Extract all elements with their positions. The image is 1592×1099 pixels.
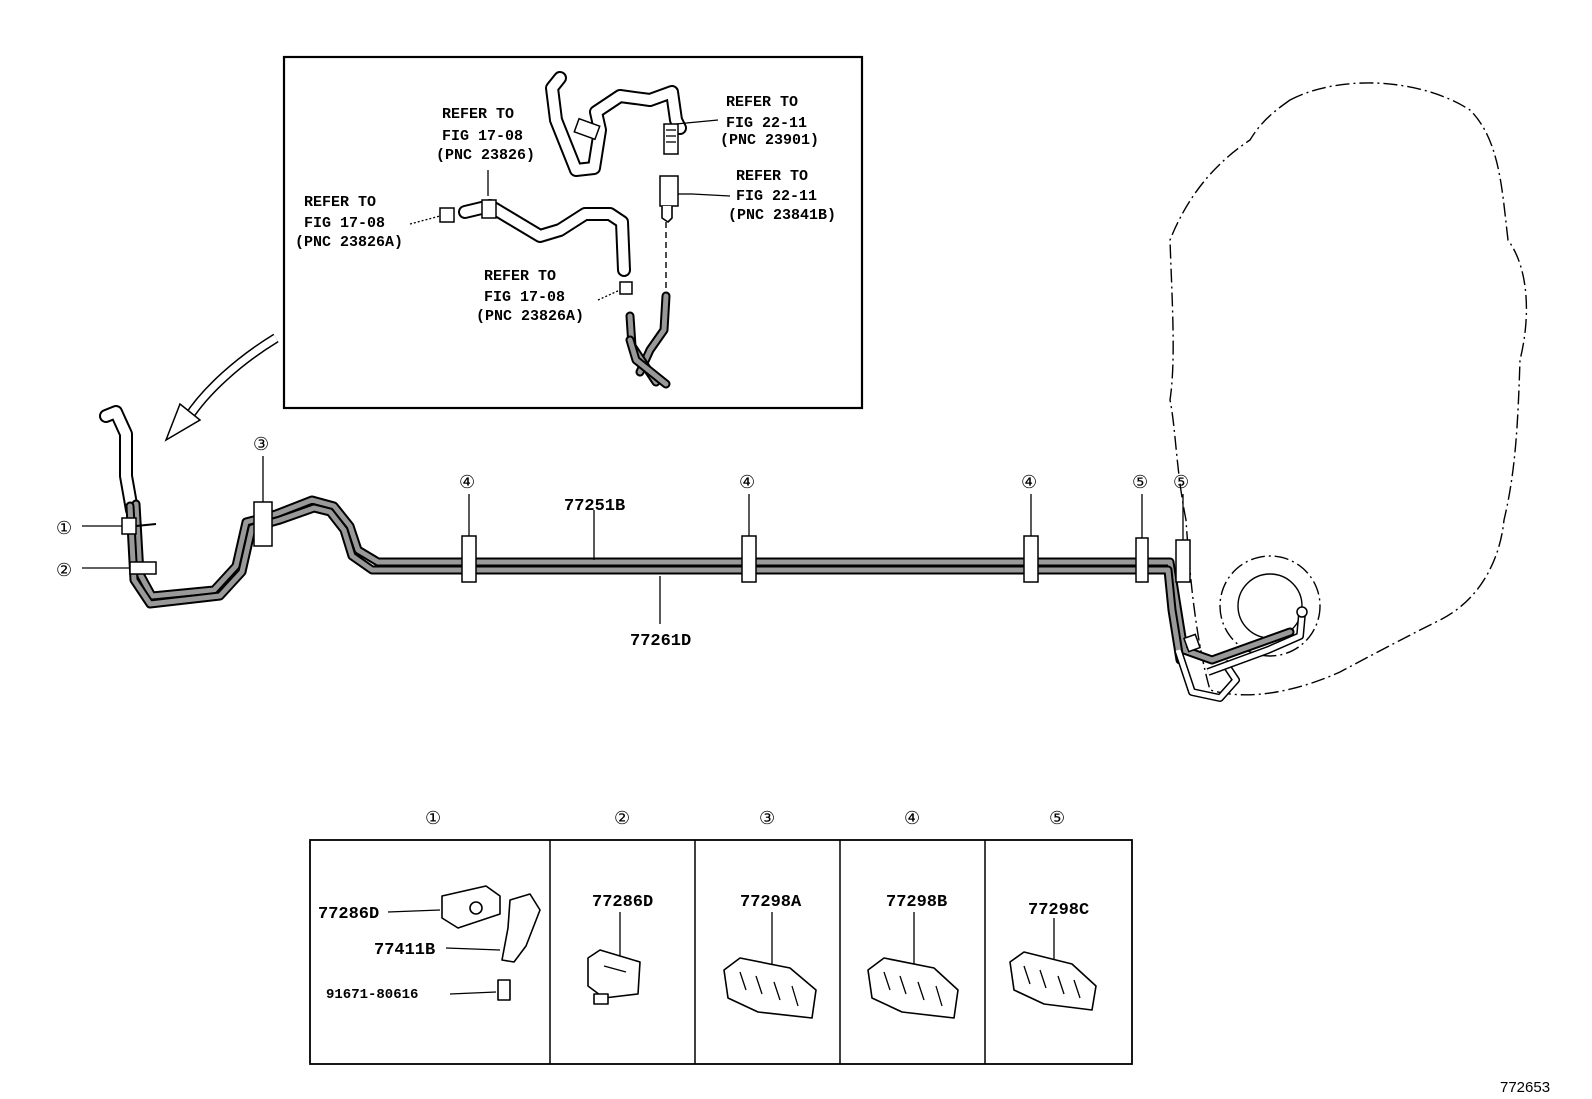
callout-5b: ⑤: [1173, 472, 1189, 493]
cell5-part: 77298C: [1028, 901, 1089, 920]
callout-4a: ④: [459, 472, 475, 493]
cell3-part: 77298A: [740, 893, 802, 912]
cell1-bracket-drawing: [501, 893, 541, 963]
ref-mid-right-l3: (PNC 23841B): [728, 207, 836, 224]
callout-3: ③: [253, 434, 269, 455]
callout-leaders: [82, 456, 1184, 624]
ref-mid-right-l1: REFER TO: [736, 168, 808, 185]
clamp-parts-table: ① ② ③ ④ ⑤ 77286D 77411B 91671-80616 7728…: [309, 808, 1133, 1065]
fuel-tank-outline: [1169, 82, 1528, 696]
table-header-2: ②: [614, 808, 630, 829]
callout-2: ②: [56, 560, 72, 581]
cell2-part: 77286D: [592, 893, 653, 912]
callout-4b: ④: [739, 472, 755, 493]
ref-top-left-l3: (PNC 23826): [436, 147, 535, 164]
fuel-lines: [99, 405, 1308, 702]
ref-top-right-l3: (PNC 23901): [720, 132, 819, 149]
cell1-part-c: 91671-80616: [326, 987, 418, 1003]
ref-top-right-l2: FIG 22-11: [726, 115, 807, 132]
detail-arrow: [164, 333, 279, 442]
ref-bottom-l1: REFER TO: [484, 268, 556, 285]
ref-top-right-l1: REFER TO: [726, 94, 798, 111]
figure-number: 772653: [1500, 1079, 1550, 1096]
line-clamps: [121, 501, 1191, 583]
valve-component: [659, 175, 679, 207]
cell2-clip-drawing: [587, 949, 641, 999]
ref-bottom-l2: FIG 17-08: [484, 289, 565, 306]
callout-4c: ④: [1021, 472, 1037, 493]
ref-left-l1: REFER TO: [304, 194, 376, 211]
ref-top-left-l1: REFER TO: [442, 106, 514, 123]
clamp-callouts: ① ② ③ ④ ④ ④ ⑤ ⑤: [56, 434, 1189, 581]
inset-detail: REFER TO FIG 17-08 (PNC 23826) REFER TO …: [282, 55, 864, 410]
ref-mid-right-l2: FIG 22-11: [736, 188, 817, 205]
cell1-part-a: 77286D: [318, 905, 379, 924]
part-lower-tube: 77261D: [630, 632, 691, 651]
callout-5a: ⑤: [1132, 472, 1148, 493]
table-header-4: ④: [904, 808, 920, 829]
cell4-clip-drawing: [867, 957, 959, 1019]
cell4-part: 77298B: [886, 893, 947, 912]
part-upper-tube: 77251B: [564, 497, 625, 516]
table-header-5: ⑤: [1049, 808, 1065, 829]
ref-left-l3: (PNC 23826A): [295, 234, 403, 251]
table-header-3: ③: [759, 808, 775, 829]
ref-bottom-l3: (PNC 23826A): [476, 308, 584, 325]
table-header-1: ①: [425, 808, 441, 829]
cell1-part-b: 77411B: [374, 941, 435, 960]
ref-left-l2: FIG 17-08: [304, 215, 385, 232]
ref-top-left-l2: FIG 17-08: [442, 128, 523, 145]
callout-1: ①: [56, 518, 72, 539]
cell3-clip-drawing: [723, 957, 817, 1019]
cell5-clip-drawing: [1009, 951, 1097, 1011]
